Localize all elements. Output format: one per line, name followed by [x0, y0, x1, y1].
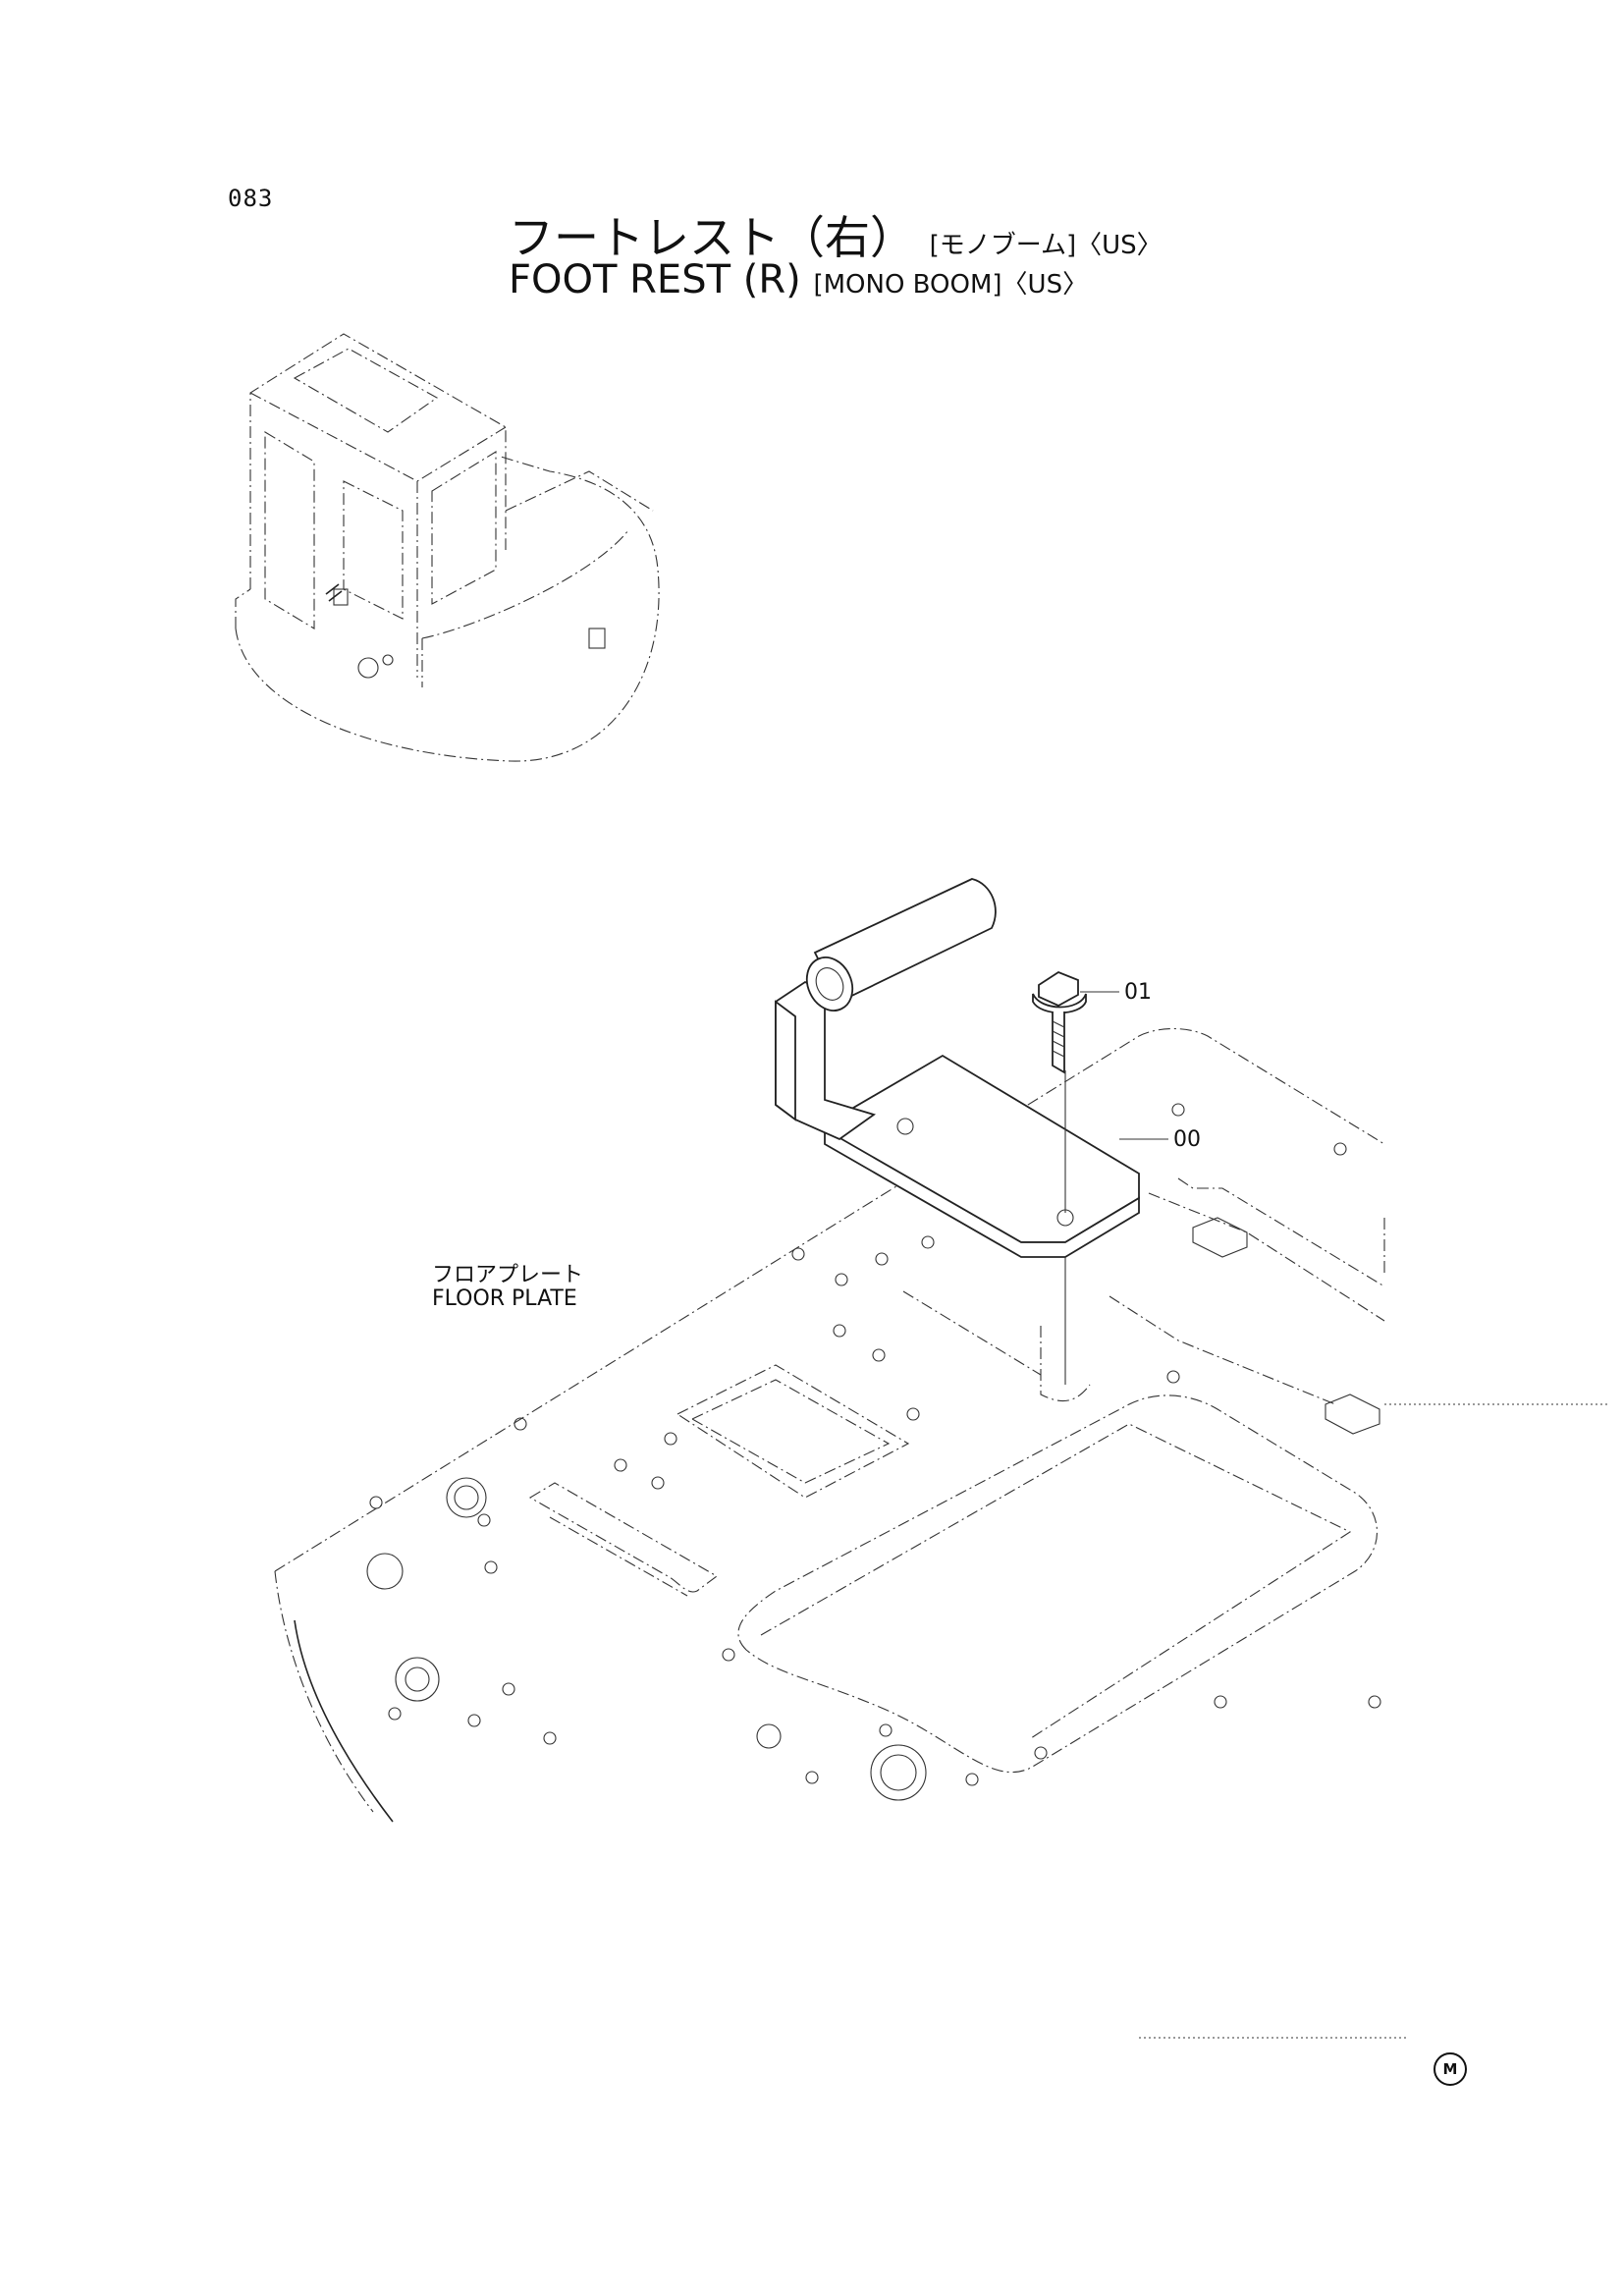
callout-00: 00	[1173, 1127, 1201, 1152]
machine-overview-illustration	[235, 333, 660, 762]
circled-m-mark: M	[1434, 2052, 1467, 2086]
title-en-sub: [MONO BOOM]〈US〉	[813, 270, 1089, 300]
floor-plate-drawing	[274, 1028, 1385, 1823]
title-english: FOOT REST (R) [MONO BOOM]〈US〉	[509, 257, 1088, 302]
title-jp-sub: [モノブーム]〈US〉	[929, 231, 1163, 260]
title-japanese: フートレスト（右） [モノブーム]〈US〉	[509, 202, 1163, 267]
foot-rest-part	[775, 878, 1140, 1258]
title-jp-main: フートレスト（右）	[509, 211, 915, 264]
bolt-part	[1032, 970, 1087, 1385]
floor-plate-label-en: FLOOR PLATE	[432, 1286, 577, 1311]
mounting-holes	[366, 1103, 1381, 1801]
page-number: 083	[228, 185, 274, 212]
floor-plate-label-jp: フロアプレート	[432, 1263, 584, 1287]
callout-01: 01	[1124, 980, 1152, 1005]
title-en-main: FOOT REST (R)	[509, 257, 801, 302]
